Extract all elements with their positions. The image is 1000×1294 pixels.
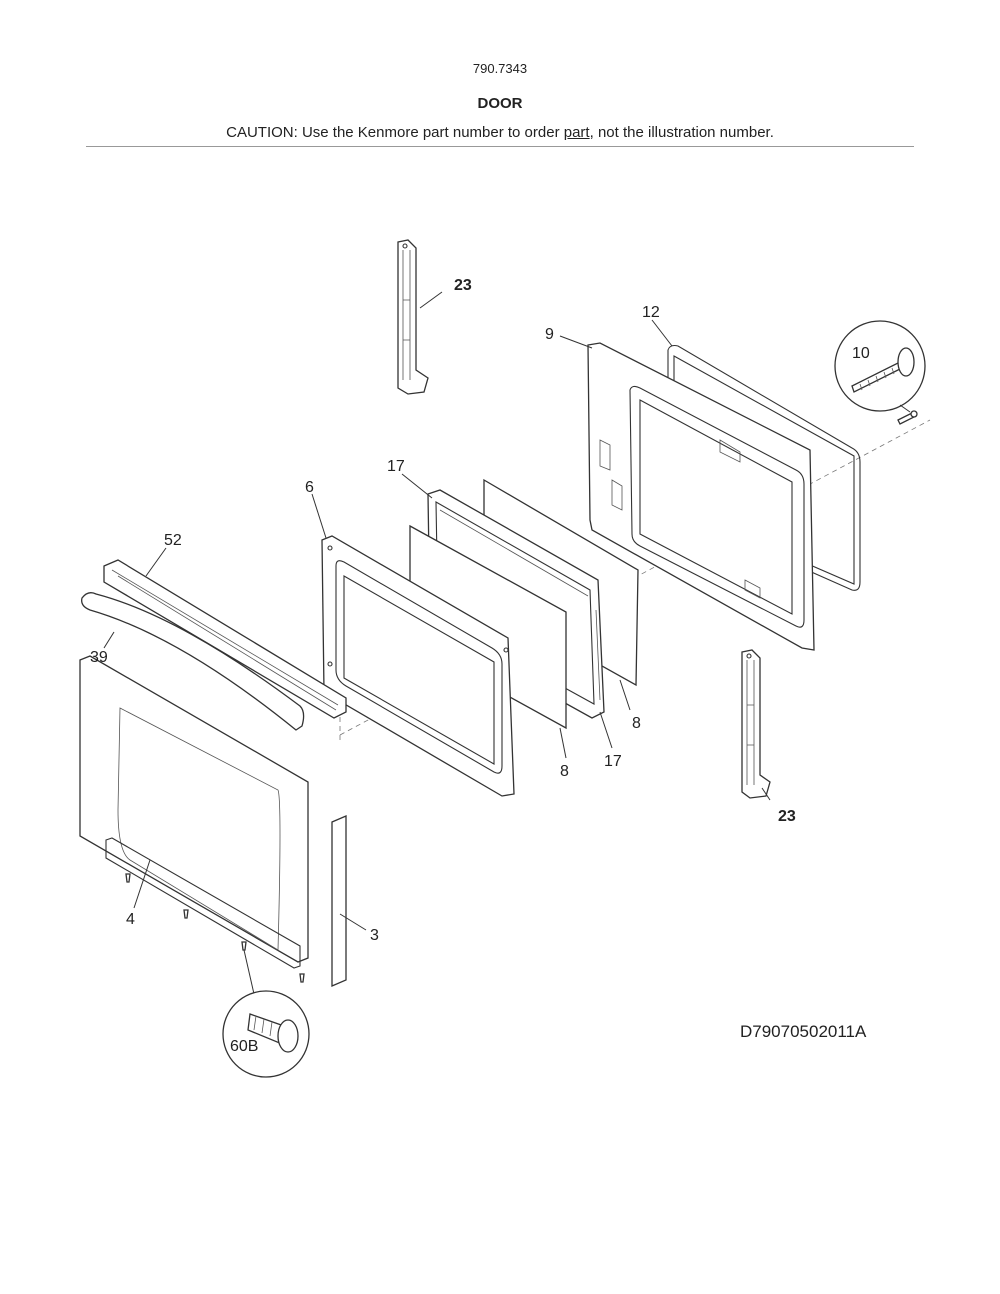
leader-4 (133, 859, 151, 909)
caution-part-link[interactable]: part (563, 124, 590, 141)
header-divider (86, 146, 914, 147)
leader-8-left (559, 727, 567, 759)
callout-4: 4 (126, 911, 135, 928)
outer-door-panel (79, 655, 309, 969)
callout-6: 6 (305, 479, 314, 496)
door-top-trim (103, 559, 347, 719)
callout-3: 3 (370, 927, 379, 944)
leader-23-bottom (761, 787, 771, 801)
leader-8-right (619, 679, 631, 711)
caution-prefix: CAUTION: Use the Kenmore part number to … (226, 124, 564, 141)
leader-23-top (419, 291, 443, 309)
model-number: 790.7343 (472, 61, 528, 76)
caution-note: CAUTION: Use the Kenmore part number to … (0, 124, 1000, 141)
leader-9 (559, 335, 593, 349)
screw-10-detail (834, 320, 926, 425)
inner-door-liner (587, 342, 815, 651)
hinge-bottom (741, 649, 771, 799)
leader-52 (145, 547, 167, 577)
caution-suffix: , not the illustration number. (589, 124, 774, 141)
callout-23-bottom: 23 (778, 808, 796, 825)
section-title: DOOR (477, 95, 523, 112)
callout-39: 39 (90, 649, 108, 666)
callout-17-bottom: 17 (604, 753, 622, 770)
callout-60b: 60B (230, 1038, 258, 1055)
callout-12: 12 (642, 304, 660, 321)
callout-8-right: 8 (632, 715, 641, 732)
door-handle (81, 592, 305, 731)
screw-60b-detail (222, 949, 310, 1078)
leader-12 (651, 319, 673, 347)
leader-3 (339, 913, 367, 931)
leader-6 (311, 493, 327, 539)
leader-17-top (401, 473, 433, 499)
callout-52: 52 (164, 532, 182, 549)
door-side-trim (331, 815, 347, 987)
callout-8-left: 8 (560, 763, 569, 780)
hinge-top (397, 239, 429, 395)
drawing-id: D79070502011A (740, 1022, 867, 1041)
leader-17-bottom (599, 711, 613, 749)
leader-39 (103, 631, 115, 649)
callout-9: 9 (545, 326, 554, 343)
callout-10: 10 (852, 345, 870, 362)
callout-17-top: 17 (387, 458, 405, 475)
door-screws (125, 873, 305, 983)
callout-23-top: 23 (454, 277, 472, 294)
